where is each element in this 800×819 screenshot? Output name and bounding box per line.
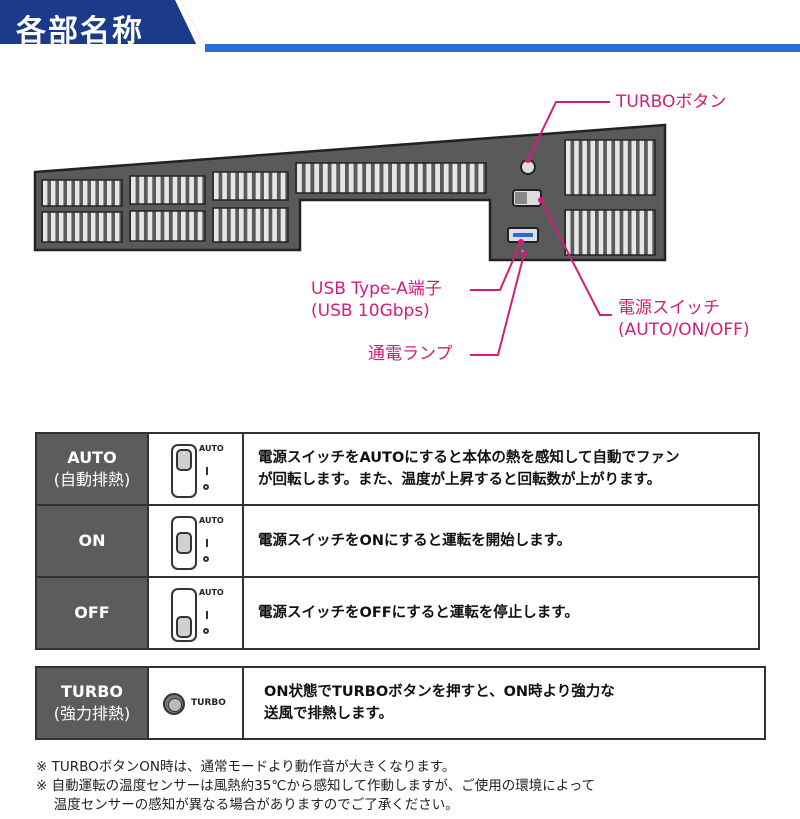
mode-desc-on: 電源スイッチをONにすると運転を開始します。 — [242, 504, 760, 578]
callout-usb-port-line1: USB Type-A端子 — [311, 279, 442, 299]
mode-row-off: OFF AUTO 電源スイッチをOFFにすると運転を停止します。 — [35, 576, 760, 650]
mode-label-auto: AUTO (自動排熱) — [35, 432, 149, 506]
callout-power-switch-line1: 電源スイッチ — [618, 298, 720, 318]
callout-usb-port-line2: (USB 10Gbps) — [311, 301, 430, 321]
switch-icon-auto: AUTO — [147, 432, 244, 506]
callout-turbo-button: TURBOボタン — [616, 92, 727, 112]
note-1: ※ TURBOボタンON時は、通常モードより動作音が大きくなります。 — [36, 759, 456, 775]
vent-slots — [41, 139, 656, 256]
turbo-row: TURBO (強力排熱) TURBO ON状態でTURBOボタンを押すと、ON時… — [35, 666, 766, 740]
section-header: 各部名称 — [0, 0, 800, 56]
mode-row-on: ON AUTO 電源スイッチをONにすると運転を開始します。 — [35, 504, 760, 578]
section-title: 各部名称 — [16, 14, 144, 49]
device-diagram — [33, 101, 667, 356]
mode-label-on: ON — [35, 504, 149, 578]
turbo-button-icon: TURBO — [147, 666, 244, 740]
turbo-desc: ON状態でTURBOボタンを押すと、ON時より強力な 送風で排熱します。 — [242, 666, 766, 740]
header-banner — [0, 0, 800, 52]
mode-desc-auto: 電源スイッチをAUTOにすると本体の熱を感知して自動でファン が回転します。また… — [242, 432, 760, 506]
mode-row-auto: AUTO (自動排熱) AUTO 電源スイッチをAUTOにすると本体の熱を感知し… — [35, 432, 760, 506]
switch-icon-off: AUTO — [147, 576, 244, 650]
callout-power-lamp: 通電ランプ — [368, 344, 453, 364]
footnotes: ※ TURBOボタンON時は、通常モードより動作音が大きくなります。 ※ 自動運… — [36, 758, 595, 815]
note-3: 温度センサーの感知が異なる場合がありますのでご了承ください。 — [36, 797, 459, 813]
note-2: ※ 自動運転の温度センサーは風熱約35℃から感知して作動しますが、ご使用の環境に… — [36, 778, 596, 794]
mode-label-off: OFF — [35, 576, 149, 650]
usb-leader — [470, 241, 522, 291]
switch-icon-on: AUTO — [147, 504, 244, 578]
lamp-leader — [470, 253, 525, 356]
power-switch-knob — [515, 192, 527, 204]
usb-port-tongue — [513, 233, 533, 237]
mode-desc-off: 電源スイッチをOFFにすると運転を停止します。 — [242, 576, 760, 650]
turbo-table: TURBO (強力排熱) TURBO ON状態でTURBOボタンを押すと、ON時… — [35, 666, 766, 740]
callout-power-switch-line2: (AUTO/ON/OFF) — [618, 320, 750, 340]
turbo-leader — [527, 101, 610, 161]
mode-table: AUTO (自動排熱) AUTO 電源スイッチをAUTOにすると本体の熱を感知し… — [35, 432, 760, 650]
turbo-label: TURBO (強力排熱) — [35, 666, 149, 740]
switch-leader — [540, 199, 612, 316]
